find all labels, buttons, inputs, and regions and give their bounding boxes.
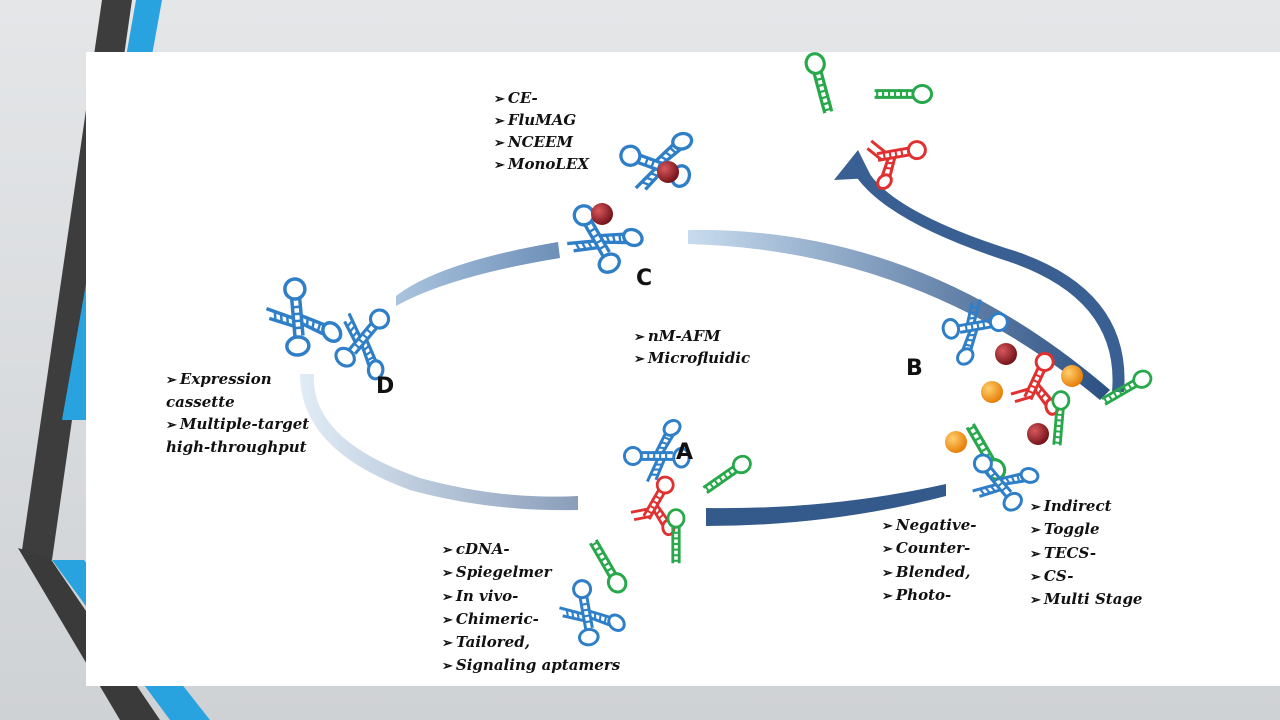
list-item: ➢NCEEM [494, 132, 574, 151]
aptamer-red-icon [627, 468, 699, 543]
orange-molecule-icon [945, 431, 967, 453]
cycle-arc-top-left [396, 242, 560, 306]
stage-c-methods-list: ➢CE- ➢FluMAG ➢NCEEM ➢MonoLEX [494, 88, 589, 175]
aptamer-blue-icon [262, 273, 348, 360]
list-item: ➢MonoLEX [494, 154, 590, 173]
stage-label-b: B [906, 356, 923, 381]
target-molecule-icon [995, 343, 1017, 365]
list-item: ➢TECS- [1030, 543, 1097, 562]
orange-molecule-icon [1061, 365, 1083, 387]
exit-arrow [834, 150, 1125, 392]
target-molecule-icon [591, 203, 613, 225]
list-item: ➢Multi Stage [1030, 590, 1143, 608]
list-item: ➢In vivo- [442, 586, 519, 605]
aptamer-green-icon [873, 84, 934, 104]
list-item: ➢Spiegelmer [442, 563, 552, 582]
aptamer-green-icon [699, 451, 756, 499]
center-methods-list: ➢nM-AFM ➢Microfluidic [634, 326, 750, 370]
cycle-arc-left [300, 374, 578, 511]
stage-label-c: C [636, 266, 653, 291]
stage-a-methods-list: ➢cDNA- ➢Spiegelmer ➢In vivo- ➢Chimeric- … [442, 538, 620, 678]
cycle-arc-top-right [688, 229, 1110, 400]
list-item: ➢Indirect [1030, 497, 1112, 515]
stage-label-a: A [676, 440, 694, 465]
list-item: ➢Signaling aptamers [442, 656, 621, 675]
target-molecule-icon [657, 161, 679, 183]
cycle-arc-bottom [706, 484, 946, 526]
list-item: ➢FluMAG [494, 110, 577, 129]
stage-b-methods-list-right: ➢Indirect ➢Toggle ➢TECS- ➢CS- ➢Multi Sta… [1030, 495, 1142, 611]
list-item: ➢Photo- [882, 585, 952, 604]
list-item: ➢cDNA- [442, 540, 510, 558]
aptamer-green-icon [1047, 389, 1071, 448]
stage-b-methods-list-left: ➢Negative- ➢Counter- ➢Blended, ➢Photo- [882, 514, 976, 607]
orange-molecule-icon [981, 381, 1003, 403]
list-item: ➢Chimeric- [442, 609, 539, 628]
list-item: ➢Microfluidic [634, 348, 751, 367]
list-item: ➢CS- [1030, 566, 1074, 585]
list-item: ➢Tailored, [442, 633, 530, 651]
list-item: ➢Toggle [1030, 520, 1100, 539]
stage-label-d: D [376, 374, 395, 399]
list-item: ➢Blended, [882, 562, 971, 581]
list-item: ➢nM-AFM [634, 327, 721, 345]
list-item: ➢Negative- [882, 516, 977, 534]
aptamer-green-icon [666, 508, 686, 565]
list-item: ➢Counter- [882, 539, 971, 558]
aptamer-blue-icon [610, 110, 706, 206]
list-item: ➢CE- [494, 89, 538, 107]
target-molecule-icon [1027, 423, 1049, 445]
aptamer-green-icon [802, 50, 839, 117]
